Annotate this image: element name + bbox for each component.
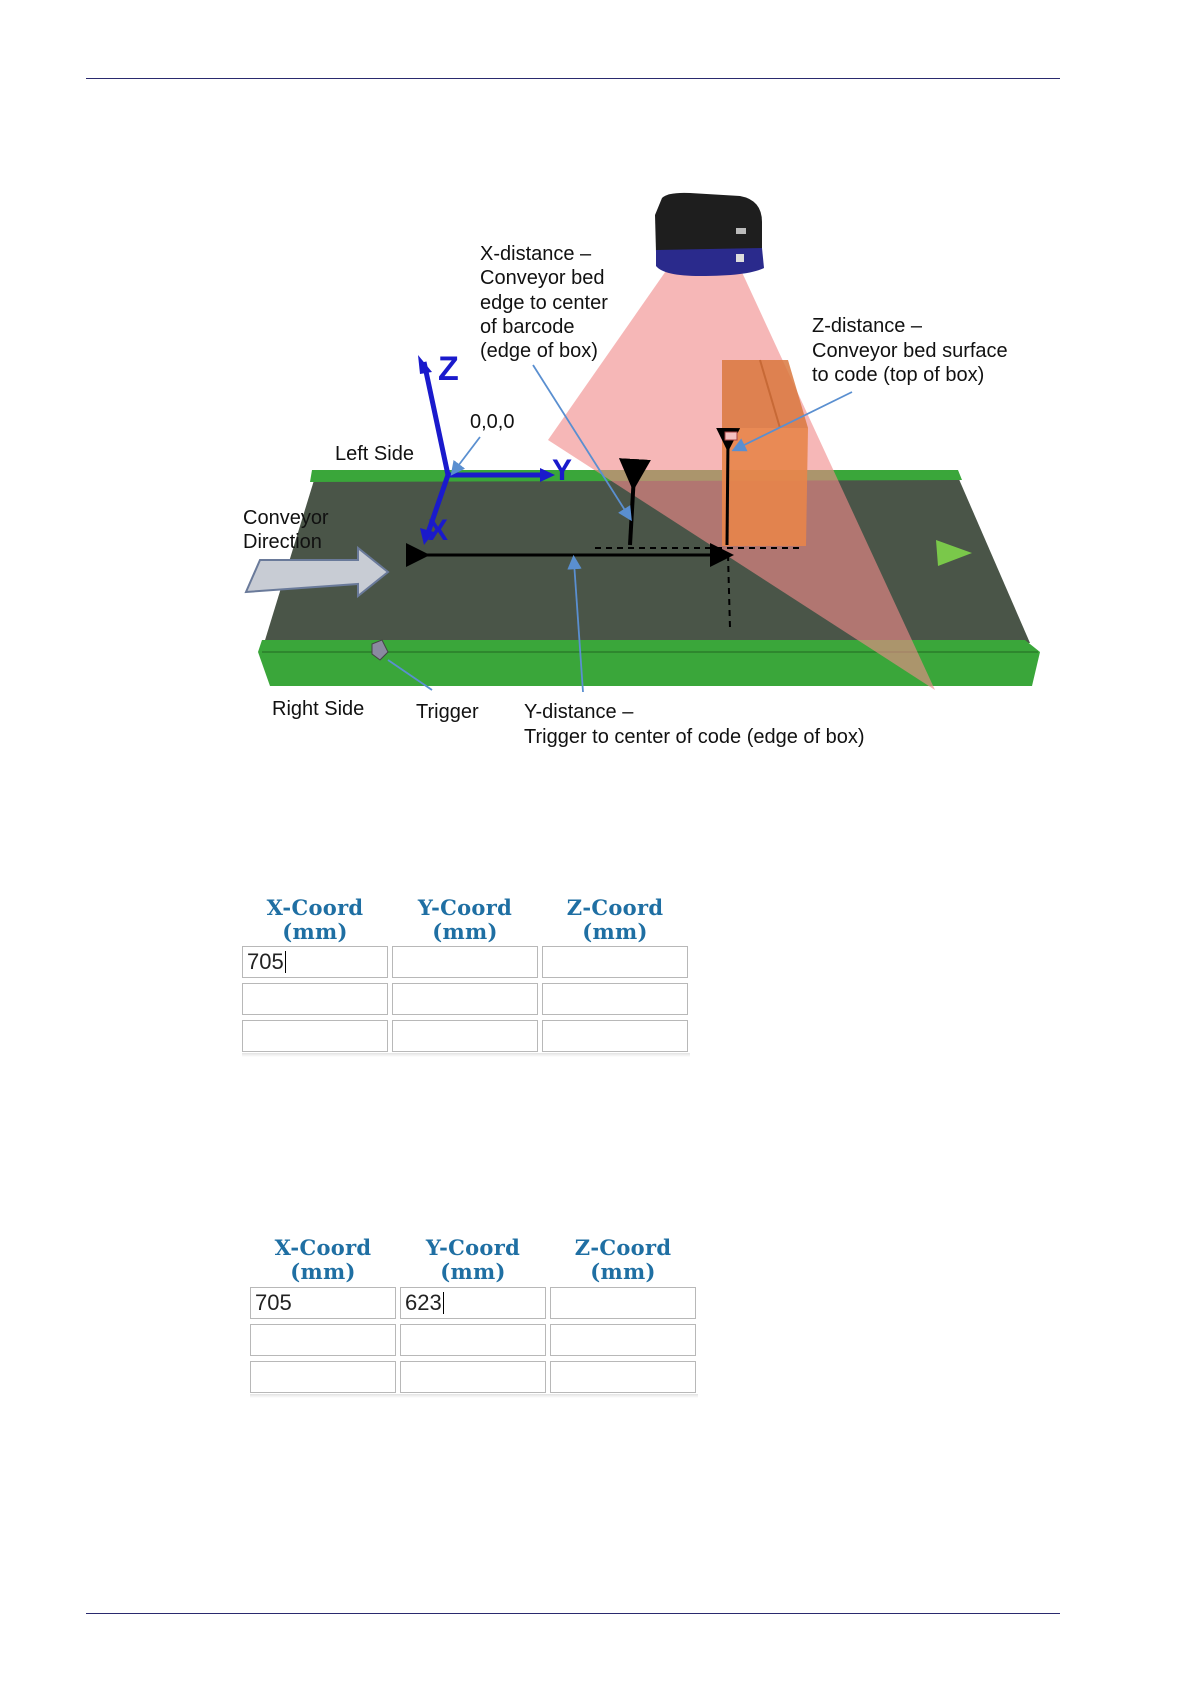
x-coord-input[interactable] — [250, 1361, 396, 1393]
origin-label: 0,0,0 — [470, 411, 514, 433]
text-caret — [284, 951, 287, 973]
header-rule — [86, 78, 1060, 79]
y-coord-header: Y-Coord(mm) — [417, 895, 513, 944]
box-top — [722, 360, 808, 428]
y-coord-input[interactable] — [392, 983, 538, 1015]
axis-z-label: Z — [438, 350, 459, 388]
z-coord-input[interactable] — [550, 1361, 696, 1393]
y-coord-header: Y-Coord(mm) — [425, 1235, 521, 1284]
y-distance-line-1: Y-distance – — [524, 701, 634, 723]
footer-rule — [86, 1613, 1060, 1614]
x-distance-line-5: (edge of box) — [480, 340, 598, 362]
trigger-sensor — [371, 639, 389, 661]
x-coord-input[interactable] — [242, 1020, 388, 1052]
x-coord-input[interactable]: 705 — [250, 1287, 396, 1319]
conveyor-direction-line-1: Conveyor — [243, 507, 329, 529]
z-coord-input[interactable] — [550, 1287, 696, 1319]
y-coord-input[interactable] — [392, 1020, 538, 1052]
table-shadow — [250, 1394, 698, 1398]
coord-table-1: X-Coord(mm) Y-Coord(mm) Z-Coord(mm) 705 — [240, 895, 692, 1057]
x-distance-line-4: of barcode — [480, 316, 575, 338]
conveyor-direction-arrow — [244, 545, 390, 599]
y-coord-input[interactable] — [392, 946, 538, 978]
z-coord-header: Z-Coord(mm) — [574, 1235, 672, 1284]
left-side-label: Left Side — [335, 443, 414, 465]
table-shadow — [242, 1053, 690, 1057]
y-distance-line-2: Trigger to center of code (edge of box) — [524, 726, 865, 748]
x-coord-header: X-Coord(mm) — [274, 1235, 372, 1284]
y-coord-input[interactable] — [400, 1361, 546, 1393]
x-coord-input[interactable] — [242, 983, 388, 1015]
x-coord-header: X-Coord(mm) — [266, 895, 364, 944]
conveyor-diagram: Z Y X 0,0,0 X-distance – Conveyor bed ed… — [243, 192, 1040, 748]
x-coord-input[interactable] — [250, 1324, 396, 1356]
z-coord-input[interactable] — [542, 983, 688, 1015]
text-caret — [442, 1292, 445, 1314]
x-distance-line-2: Conveyor bed — [480, 267, 605, 289]
x-distance-line-3: edge to center — [480, 292, 608, 314]
axis-x-label: X — [428, 514, 448, 547]
z-coord-input[interactable] — [542, 1020, 688, 1052]
z-distance-line-1: Z-distance – — [812, 315, 923, 337]
y-coord-input[interactable]: 623 — [400, 1287, 546, 1319]
scanner-device — [655, 192, 764, 276]
direction-triangle — [936, 540, 972, 566]
box-front — [722, 428, 808, 546]
x-coord-input[interactable]: 705 — [242, 946, 388, 978]
z-coord-input[interactable] — [550, 1324, 696, 1356]
axis-system — [418, 355, 555, 545]
coord-table-2: X-Coord(mm) Y-Coord(mm) Z-Coord(mm) 705 … — [248, 1235, 700, 1398]
conveyor-direction-line-2: Direction — [243, 531, 322, 553]
trigger-label: Trigger — [416, 701, 479, 723]
z-distance-line-3: to code (top of box) — [812, 364, 984, 386]
right-side-label: Right Side — [272, 698, 364, 720]
x-distance-line-1: X-distance – — [480, 243, 592, 265]
z-coord-header: Z-Coord(mm) — [566, 895, 664, 944]
y-coord-input[interactable] — [400, 1324, 546, 1356]
z-distance-line-2: Conveyor bed surface — [812, 340, 1008, 362]
z-coord-input[interactable] — [542, 946, 688, 978]
axis-y-label: Y — [552, 454, 572, 487]
